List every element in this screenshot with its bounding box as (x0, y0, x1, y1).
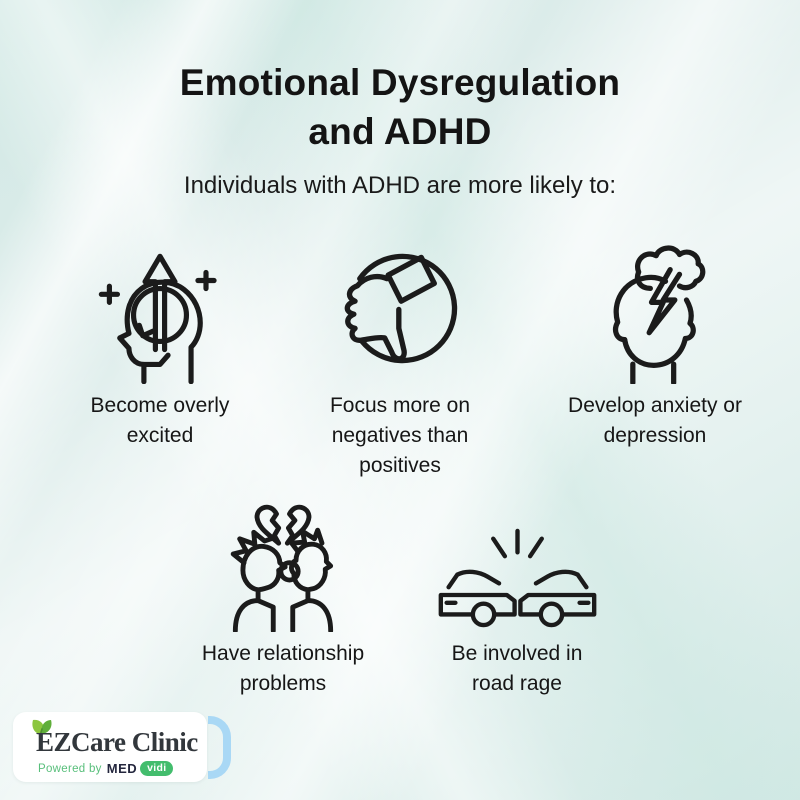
page-title-line1: Emotional Dysregulation (179, 62, 621, 103)
brand-card: EZCare Clinic Powered by MED vidi (13, 712, 207, 782)
item-icon-box (585, 236, 725, 384)
item-card-road-rage: Be involved in road rage (402, 500, 632, 699)
excited-head-icon (98, 253, 217, 384)
item-card-overly-excited: Become overly excited (55, 236, 265, 451)
item-icon-box (91, 236, 229, 384)
thumbs-down-icon (344, 253, 458, 364)
item-card-anxiety-depression: Develop anxiety or depression (540, 236, 770, 451)
storm-cloud-head-icon (613, 245, 706, 384)
page-title-line2: and ADHD (308, 111, 492, 152)
powered-by-label: Powered by (38, 762, 102, 775)
vidi-badge: vidi (140, 761, 174, 776)
medvidi-med-text: MED (106, 761, 138, 776)
item-label: Have relationship problems (201, 642, 365, 695)
bracket-decoration (208, 715, 231, 779)
page-title: Emotional Dysregulation and ADHD (0, 58, 800, 156)
item-icon-box (435, 500, 600, 632)
item-icon-box (207, 500, 359, 632)
item-label: Focus more on negatives than positives (329, 394, 471, 477)
powered-by-row: Powered by MED vidi (38, 761, 174, 776)
car-crash-icon (438, 528, 596, 628)
item-card-relationship-problems: Have relationship problems (168, 500, 398, 699)
item-label: Be involved in road rage (451, 642, 583, 695)
item-icon-box (329, 236, 471, 384)
item-label: Develop anxiety or depression (568, 394, 742, 447)
item-label: Become overly excited (90, 394, 230, 447)
brand-name: EZCare Clinic (36, 727, 198, 757)
brand-logo: EZCare Clinic Powered by MED vidi (13, 712, 231, 782)
item-card-focus-negatives: Focus more on negatives than positives (295, 236, 505, 481)
leaf-icon (32, 719, 52, 741)
page-subtitle: Individuals with ADHD are more likely to… (183, 172, 617, 199)
broken-heart-couple-icon (230, 504, 334, 632)
